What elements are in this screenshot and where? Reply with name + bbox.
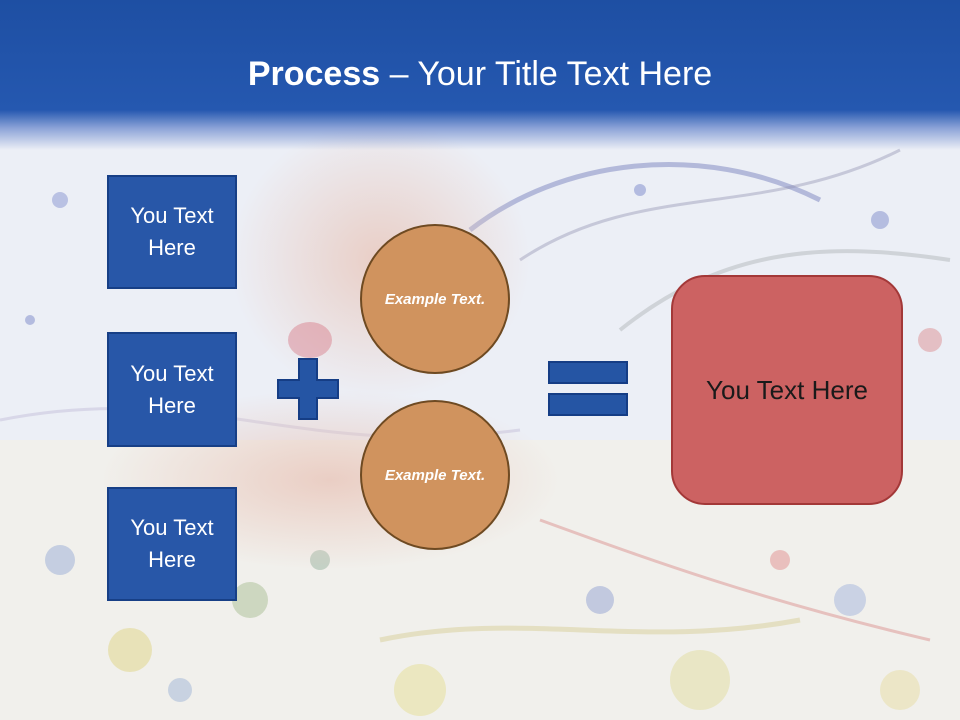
plus-icon (277, 358, 339, 420)
result-box[interactable]: You Text Here (671, 275, 903, 505)
equals-icon (548, 361, 628, 416)
example-circle-1-label: Example Text. (384, 290, 486, 308)
slide-title: Process – Your Title Text Here (0, 52, 960, 96)
example-circle-1[interactable]: Example Text. (360, 224, 510, 374)
input-box-3-label: You Text Here (130, 515, 214, 572)
title-bar (0, 0, 960, 150)
input-box-2[interactable]: You Text Here (107, 332, 237, 447)
input-box-3[interactable]: You Text Here (107, 487, 237, 601)
example-circle-2-label: Example Text. (384, 466, 486, 484)
title-rest: – Your Title Text Here (380, 55, 713, 93)
input-box-2-label: You Text Here (130, 360, 214, 418)
example-circle-2[interactable]: Example Text. (360, 400, 510, 550)
title-bold: Process (247, 55, 381, 93)
result-box-label: You Text Here (706, 374, 868, 405)
input-box-1-label: You Text Here (130, 203, 214, 260)
input-box-1[interactable]: You Text Here (107, 175, 237, 289)
